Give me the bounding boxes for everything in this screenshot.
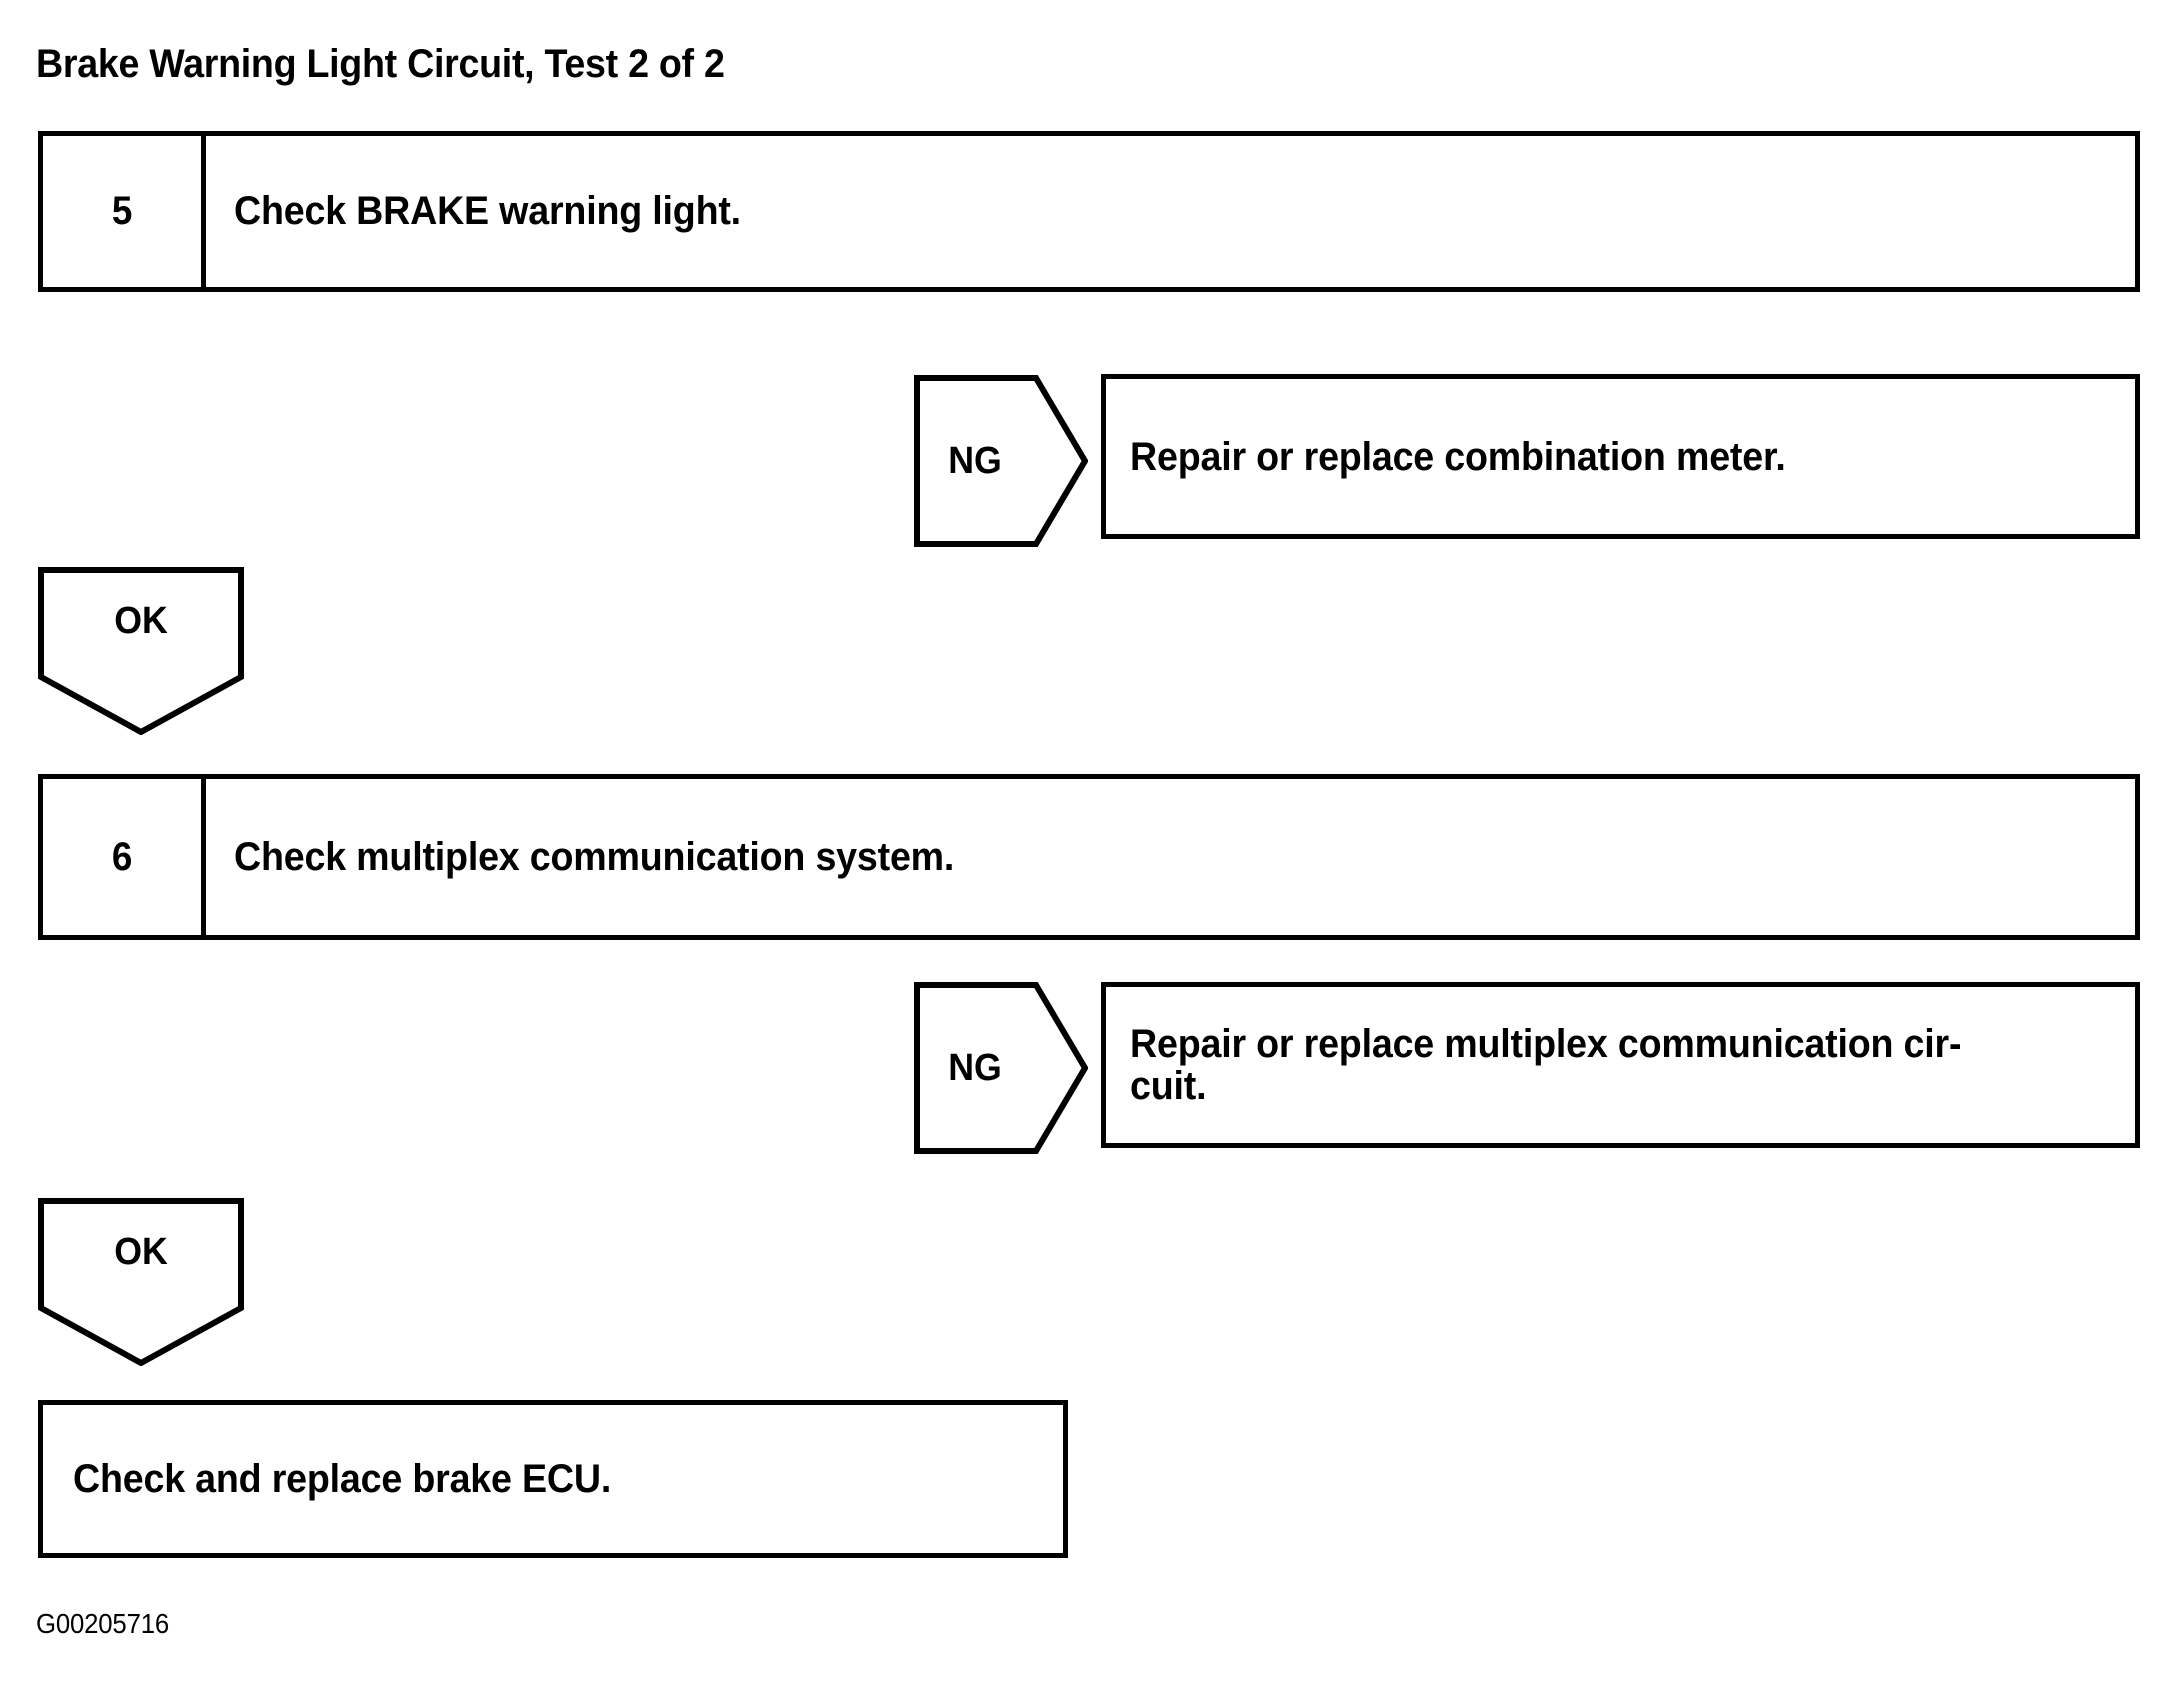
step-number-cell-5: 5: [43, 136, 206, 287]
ng-result-box-5: Repair or replace combination meter.: [1101, 374, 2140, 539]
terminal-result-text: Check and replace brake ECU.: [73, 1456, 612, 1501]
step-number-6: 6: [111, 834, 133, 879]
ng-arrow-5: NG: [914, 375, 1088, 547]
ng-arrow-label-6: NG: [948, 1046, 1002, 1089]
ng-result-text-6: Repair or replace multiplex communicatio…: [1130, 1022, 1962, 1108]
ng-result-box-6: Repair or replace multiplex communicatio…: [1101, 982, 2140, 1148]
page-title: Brake Warning Light Circuit, Test 2 of 2: [36, 42, 725, 86]
ng-result-text-5: Repair or replace combination meter.: [1130, 434, 1786, 479]
ok-arrow-label-5: OK: [114, 599, 168, 642]
ok-arrow-label-6: OK: [114, 1230, 168, 1273]
step-instruction-6: Check multiplex communication system.: [234, 834, 955, 879]
figure-id: G00205716: [36, 1608, 169, 1639]
terminal-result-box: Check and replace brake ECU.: [38, 1400, 1068, 1558]
ng-arrow-label-5: NG: [948, 439, 1002, 482]
ok-arrow-5: OK: [38, 567, 244, 735]
ng-arrow-6: NG: [914, 982, 1088, 1154]
step-box-5: 5 Check BRAKE warning light.: [38, 131, 2140, 292]
step-instruction-cell-6: Check multiplex communication system.: [206, 779, 2135, 935]
step-number-5: 5: [111, 189, 133, 233]
step-instruction-cell-5: Check BRAKE warning light.: [206, 136, 2135, 287]
step-instruction-5: Check BRAKE warning light.: [234, 189, 741, 233]
ok-arrow-6: OK: [38, 1198, 244, 1366]
step-box-6: 6 Check multiplex communication system.: [38, 774, 2140, 940]
step-number-cell-6: 6: [43, 779, 206, 935]
